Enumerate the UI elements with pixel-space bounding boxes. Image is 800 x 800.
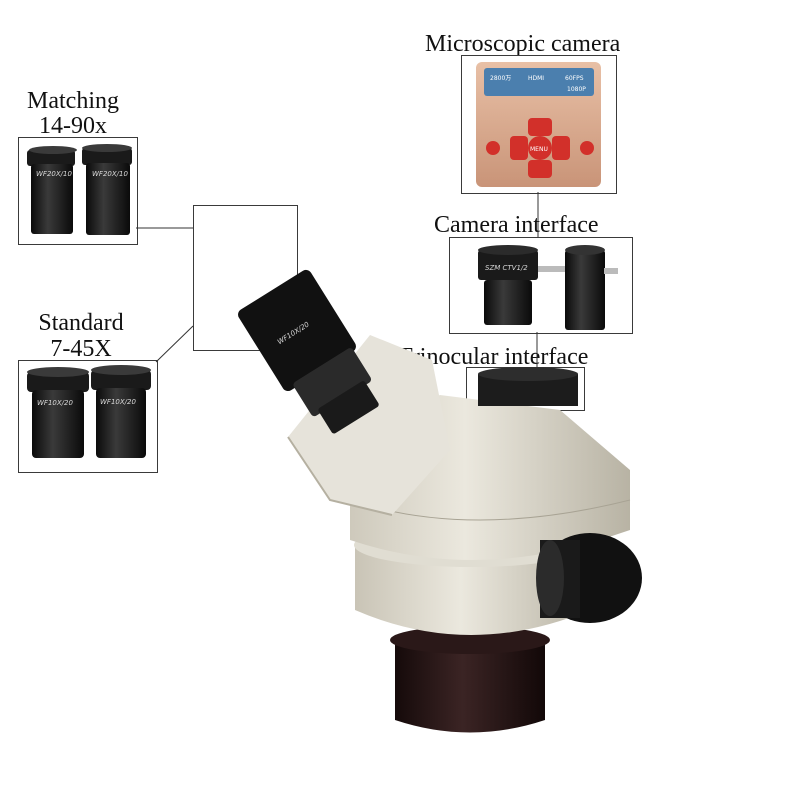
standard-left-text: WF10X/20 [37, 399, 73, 407]
camera-screen [484, 68, 594, 96]
mounted-eyepiece: WF10X/20 [238, 269, 379, 434]
microscopic-camera: 2800万 HDMI 60FPS 1080P MENU [476, 62, 601, 187]
matching-left-text: WF20X/10 [36, 170, 72, 178]
standard-eyepiece-left: WF10X/20 [27, 367, 89, 458]
camera-menu-label: MENU [530, 146, 548, 153]
camera-dpad [486, 118, 594, 178]
camera-screen-right: 60FPS [565, 75, 584, 82]
label-standard-title: Standard [38, 310, 124, 336]
camera-screen-left: 2800万 [490, 75, 511, 82]
label-microscopic-camera: Microscopic camera [425, 31, 621, 57]
matching-eyepiece-left: WF20X/10 [27, 146, 77, 234]
label-standard-range: 7-45X [50, 336, 112, 362]
matching-eyepiece-right: WF20X/10 [82, 144, 132, 235]
standard-right-text: WF10X/20 [100, 398, 136, 406]
label-matching-title: Matching [27, 88, 119, 114]
matching-right-text: WF20X/10 [92, 170, 128, 178]
camera-interface-adapters: SZM CTV1/2 [478, 245, 618, 330]
label-matching-range: 14-90x [39, 113, 107, 139]
adapter-label: SZM CTV1/2 [485, 264, 528, 272]
label-camera-interface: Camera interface [434, 212, 599, 238]
focus-knob [536, 533, 642, 623]
microscope-body [287, 335, 642, 733]
camera-screen-resolution: 1080P [567, 86, 586, 93]
standard-eyepiece-right: WF10X/20 [91, 365, 151, 458]
connector-lines [136, 192, 539, 367]
camera-screen-mid: HDMI [528, 75, 544, 82]
